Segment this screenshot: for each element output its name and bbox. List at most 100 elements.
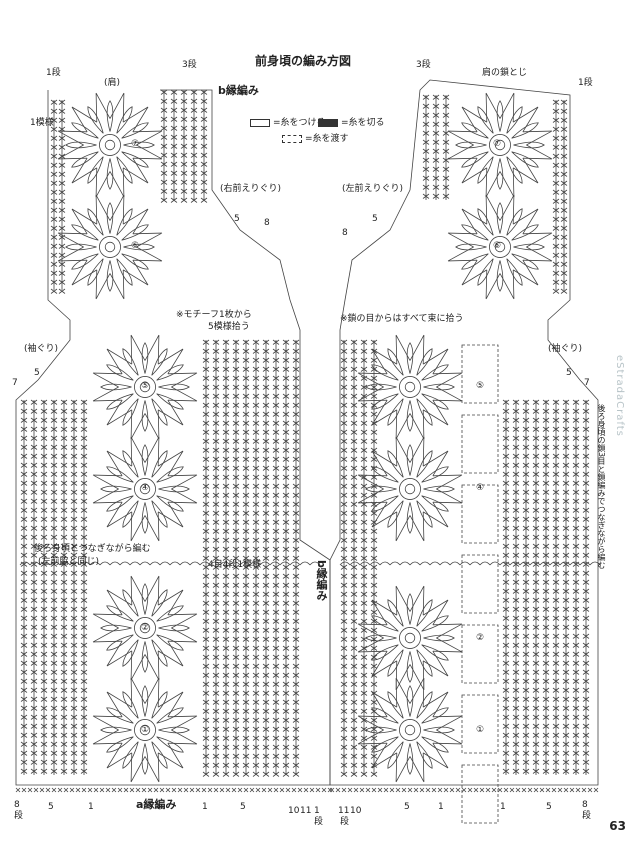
- left-center-cols-cross: [232, 762, 240, 768]
- left-bottom-ch: [243, 787, 249, 793]
- right-center-cols-cross: [350, 681, 358, 687]
- left-center-cols-cross: [252, 357, 260, 363]
- left-mid-scallop: [129, 561, 141, 566]
- left-shoulder-cols-cross: [50, 207, 58, 213]
- left-mid-scallop: [69, 561, 81, 566]
- left-shoulder-cols-cross: [58, 288, 66, 294]
- motif-right-5-chain: [395, 334, 411, 365]
- motif-right-2-chain: [409, 585, 425, 616]
- right-side-cols-cross: [522, 651, 530, 657]
- motif-left-6-petal: [65, 243, 97, 251]
- right-side-cols-cross: [552, 507, 560, 513]
- left-side-cols-cross: [80, 489, 88, 495]
- left-center-cols-cross: [222, 402, 230, 408]
- right-side-cols-cross: [572, 444, 580, 450]
- row-mark-7-right: 7: [584, 378, 590, 388]
- motif-number-left-6: ⑥: [131, 241, 140, 251]
- left-center-cols-cross: [282, 384, 290, 390]
- left-bottom-ch: [93, 787, 99, 793]
- right-side-cols-cross: [512, 480, 520, 486]
- motif-left-4-chain: [130, 511, 146, 542]
- motif-right-6-petal: [496, 260, 504, 292]
- right-center-cols-cross: [350, 501, 358, 507]
- left-side-cols-cross: [50, 678, 58, 684]
- left-center-cols-cross: [242, 636, 250, 642]
- motif-right-6-petal: [461, 253, 489, 270]
- motif-left-6-petal: [87, 208, 104, 236]
- left-bottom-ch: [207, 787, 213, 793]
- right-shoulder-cols-cross: [552, 144, 560, 150]
- right-side-cols-cross: [582, 498, 590, 504]
- left-center-cols-cross: [222, 690, 230, 696]
- motif-left-1-petal: [151, 691, 168, 719]
- right-center-cols-cross: [370, 618, 378, 624]
- left-shoulder-cols-cross: [58, 243, 66, 249]
- right-side-cols-cross: [522, 408, 530, 414]
- motif-left-2-chain: [92, 613, 123, 629]
- right-mid-scallop: [539, 561, 551, 566]
- left-center-cols-cross: [242, 771, 250, 777]
- left-center-cols-cross: [262, 690, 270, 696]
- left-center-cols-cross: [272, 420, 280, 426]
- right-side-cols-cross: [502, 669, 510, 675]
- page-number: 63: [609, 819, 626, 833]
- left-center-cols-cross: [212, 717, 220, 723]
- left-center-cols-cross: [282, 447, 290, 453]
- right-center-cols-cross: [350, 555, 358, 561]
- left-center-cols-cross: [262, 582, 270, 588]
- right-side-cols-cross: [522, 489, 530, 495]
- right-bottom-ch: [371, 787, 377, 793]
- right-center-cols-cross: [340, 348, 348, 354]
- motif-left-2-chain: [167, 613, 198, 629]
- motif-right-6-chain: [522, 232, 553, 248]
- right-shoulder-cols-cross: [560, 180, 568, 186]
- left-center-cols-cross: [242, 627, 250, 633]
- right-side-cols-cross: [522, 426, 530, 432]
- right-center-cols-cross: [340, 645, 348, 651]
- shoulder-join-label: 肩の鎖とじ: [482, 68, 528, 78]
- right-side-cols-cross: [582, 660, 590, 666]
- right-mid-scallop: [519, 561, 531, 566]
- right-side-cols-cross: [582, 552, 590, 558]
- motif-left-5-chain: [144, 334, 160, 365]
- left-bottom-ch: [153, 787, 159, 793]
- left-center-cols-cross: [262, 411, 270, 417]
- left-side-cols-cross: [20, 588, 28, 594]
- left-center-cols-cross: [292, 465, 300, 471]
- right-side-cols-cross: [572, 498, 580, 504]
- motif-left-2-petal: [156, 605, 184, 622]
- left-neck-cols-cross: [180, 134, 188, 140]
- left-side-cols-cross: [70, 453, 78, 459]
- left-center-cols-cross: [262, 636, 270, 642]
- left-side-cols-cross: [50, 714, 58, 720]
- left-center-cols-cross: [222, 438, 230, 444]
- right-mid-scallop: [409, 561, 421, 566]
- right-side-cols-cross: [582, 606, 590, 612]
- right-center-cols-cross: [360, 456, 368, 462]
- left-shoulder-cols-cross: [58, 207, 66, 213]
- left-side-cols-cross: [60, 453, 68, 459]
- right-side-cols-cross: [522, 696, 530, 702]
- left-side-cols-cross: [30, 705, 38, 711]
- left-side-cols-cross: [80, 768, 88, 774]
- left-center-cols-cross: [242, 609, 250, 615]
- left-center-cols-cross: [232, 456, 240, 462]
- right-side-cols-cross: [502, 696, 510, 702]
- left-center-cols-cross: [232, 618, 240, 624]
- motif-right-7-ring: [494, 139, 506, 151]
- right-neck-cols-cross: [422, 148, 430, 154]
- left-neck-cols-cross: [160, 143, 168, 149]
- left-bottom-ch: [297, 787, 303, 793]
- motif-left-1-petal: [156, 707, 184, 724]
- motif-left-6-petal: [106, 260, 114, 292]
- left-shoulder-cols-cross: [50, 171, 58, 177]
- right-shoulder-cols-cross: [560, 225, 568, 231]
- right-shoulder-cols-cross: [560, 135, 568, 141]
- left-center-cols-cross: [282, 456, 290, 462]
- left-side-cols-cross: [20, 660, 28, 666]
- right-side-cols-cross: [552, 480, 560, 486]
- right-center-cols-cross: [340, 402, 348, 408]
- left-center-cols-cross: [262, 717, 270, 723]
- right-center-cols-cross: [360, 411, 368, 417]
- right-center-cols-cross: [350, 474, 358, 480]
